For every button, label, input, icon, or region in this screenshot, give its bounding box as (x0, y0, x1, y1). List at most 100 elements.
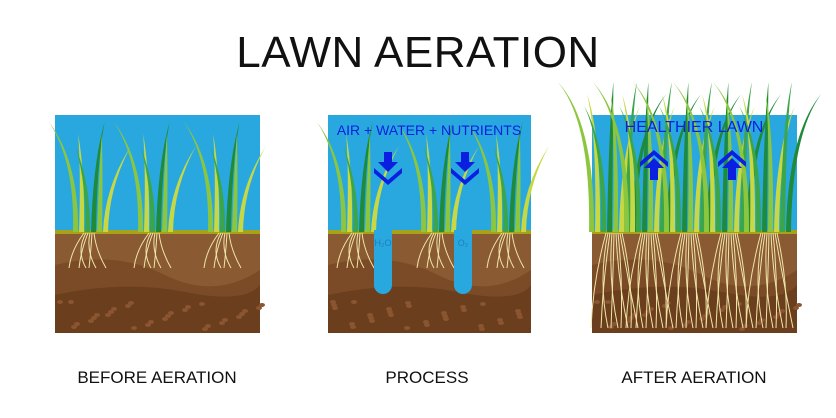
root (685, 232, 690, 329)
grass-blade (619, 106, 642, 232)
grass-blade (168, 146, 196, 232)
root (498, 232, 505, 269)
soil-pebble (222, 318, 228, 322)
root (732, 232, 738, 329)
grass-blade (232, 134, 238, 232)
root (730, 232, 744, 329)
arrow-down-icon (451, 152, 479, 185)
root (715, 232, 726, 329)
soil-pebble (461, 308, 467, 312)
soil-pebble (256, 306, 262, 310)
root (80, 232, 87, 269)
soil-pebble (165, 314, 171, 318)
grass-blade (587, 94, 601, 232)
grass-tuft (467, 122, 549, 269)
panel-after-aeration: HEALTHIER LAWN (557, 82, 822, 333)
soil-pebble (94, 313, 100, 317)
soil-pebble (406, 304, 412, 308)
grass-blade (610, 94, 619, 232)
root (203, 232, 220, 269)
soil-pebble (331, 303, 337, 307)
soil-pebble (759, 318, 765, 322)
root (426, 232, 437, 269)
soil-pebble (125, 304, 131, 308)
grass-tuft (49, 122, 131, 269)
grass-blade (184, 122, 214, 232)
soil-pebble (168, 311, 174, 315)
soil-pebble (441, 311, 447, 315)
grass-blade (780, 82, 792, 232)
soil-pebble (351, 300, 357, 304)
root (441, 232, 455, 269)
chevron (718, 150, 746, 167)
soil-pebble (182, 308, 188, 312)
root (153, 232, 158, 269)
soil-pebble (131, 326, 137, 330)
grass-blade (765, 94, 774, 232)
grass-blade (343, 146, 359, 232)
grass-blade (774, 106, 795, 232)
aeration-hole (454, 230, 472, 294)
soil-pebble (497, 318, 503, 322)
root (774, 232, 794, 329)
root (213, 232, 224, 269)
grass-blade (702, 94, 716, 232)
grass-blade (521, 146, 549, 232)
soil-pebble (205, 324, 211, 328)
grass-blade (439, 122, 453, 232)
grass-blade (607, 82, 614, 232)
soil-pebble (739, 327, 745, 331)
soil-pebble (443, 317, 449, 321)
soil-pebble (219, 321, 225, 325)
arrow-down-icon (374, 152, 402, 185)
grass-blade (592, 82, 630, 232)
grass-blade (49, 122, 79, 232)
soil-pebble (793, 306, 799, 310)
soil-pebble (460, 305, 466, 309)
grass-blade (694, 106, 715, 232)
soil-pebble (594, 300, 600, 304)
soil-pebble (404, 326, 410, 330)
root (223, 232, 228, 269)
grass-tuft (557, 82, 667, 329)
root (677, 232, 684, 329)
grass-blade (365, 134, 371, 232)
grass-blade (584, 106, 607, 232)
root (143, 232, 154, 269)
grass-blade (359, 122, 373, 232)
soil-pebble (405, 301, 411, 305)
root (506, 232, 515, 269)
grass-blade (509, 122, 523, 232)
grass-blade (712, 82, 750, 232)
root (610, 232, 615, 329)
root (755, 232, 766, 329)
root (772, 232, 778, 329)
soil-pebble (162, 317, 168, 321)
root (145, 232, 152, 269)
root (356, 232, 361, 269)
grass-blade (210, 146, 226, 232)
soil-pebble (202, 327, 208, 331)
root (486, 232, 503, 269)
root (645, 232, 650, 329)
soil-pebble (236, 315, 242, 319)
grass-blade (451, 146, 479, 232)
grass-blade (622, 94, 636, 232)
soil-pebble (74, 322, 80, 326)
grass-blade (114, 122, 144, 232)
root (361, 232, 375, 269)
root (215, 232, 222, 269)
caption-process: PROCESS (385, 368, 469, 387)
soil-pebble (332, 306, 338, 310)
grass-blade (660, 82, 672, 232)
grass-blade (91, 122, 105, 232)
root (436, 232, 445, 269)
grass-blade (140, 146, 156, 232)
soil-pebble (108, 310, 114, 314)
root (635, 232, 646, 329)
subsoil (328, 285, 531, 333)
root (336, 232, 353, 269)
root (650, 232, 664, 329)
root (88, 232, 97, 269)
